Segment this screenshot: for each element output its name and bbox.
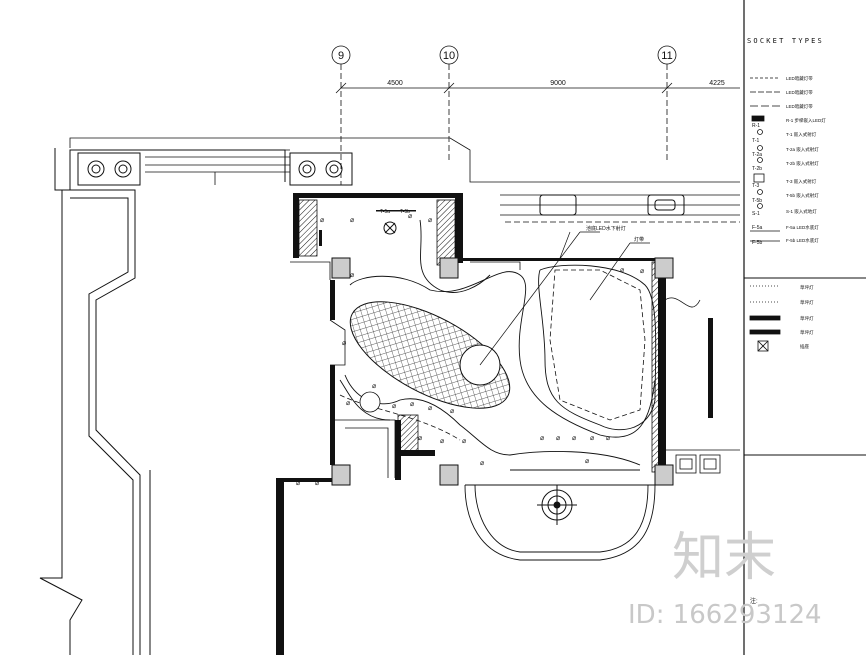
svg-text:⌀: ⌀: [556, 435, 560, 442]
annotation-t5a: T-5a: [380, 209, 390, 215]
svg-text:T-5b: T-5b: [752, 198, 762, 204]
svg-text:⌀: ⌀: [450, 408, 454, 415]
svg-text:⌀: ⌀: [606, 435, 610, 442]
svg-text:F-5a: F-5a: [752, 225, 763, 231]
svg-text:⌀: ⌀: [315, 480, 319, 487]
svg-text:T-3: T-3: [752, 183, 759, 189]
axis-label-9: 9: [338, 50, 344, 62]
dimension-3: 4225: [709, 80, 725, 87]
legend-symbols: [749, 77, 781, 352]
grid-axes: [331, 45, 740, 185]
svg-text:⌀: ⌀: [462, 438, 466, 445]
legend-item-text: LED暗藏灯带: [786, 75, 813, 82]
svg-text:F-5b: F-5b: [752, 240, 763, 246]
svg-text:⌀: ⌀: [350, 272, 354, 279]
svg-text:⌀: ⌀: [428, 405, 432, 412]
axis-label-10: 10: [443, 50, 455, 62]
legend-item-text: T-5b 嵌入式射灯: [786, 192, 819, 199]
watermark-id: ID: 166293124: [628, 600, 822, 630]
svg-text:⌀: ⌀: [480, 460, 484, 467]
svg-text:⌀: ⌀: [418, 435, 422, 442]
legend-item-text: T-2a 嵌入式射灯: [786, 146, 819, 153]
legend-item-text: T-2b 嵌入式射灯: [786, 160, 819, 167]
svg-text:T-2a: T-2a: [752, 152, 762, 158]
legend-item-text: T-1 嵌入式射灯: [786, 131, 817, 138]
annotation-light-strip: 灯带: [634, 236, 644, 243]
legend-item-text: R-1 步梯嵌入LED灯: [786, 117, 826, 124]
dimension-2: 9000: [550, 80, 566, 87]
svg-text:⌀: ⌀: [572, 435, 576, 442]
svg-text:⌀: ⌀: [640, 268, 644, 275]
svg-text:⌀: ⌀: [296, 480, 300, 487]
svg-text:⌀: ⌀: [392, 403, 396, 410]
svg-text:R-1: R-1: [752, 123, 760, 129]
legend-title: SOCKET TYPES: [747, 37, 824, 45]
svg-text:⌀: ⌀: [346, 400, 350, 407]
svg-text:⌀: ⌀: [350, 217, 354, 224]
left-building-outline: [39, 148, 286, 655]
svg-text:⌀: ⌀: [410, 401, 414, 408]
legend-item-text: LED暗藏灯带: [786, 89, 813, 96]
axis-label-11: 11: [661, 50, 672, 62]
legend-item-text: T-3 嵌入式射灯: [786, 178, 817, 185]
legend-texts: LED暗藏灯带 LED暗藏灯带 LED暗藏灯带 R-1 步梯嵌入LED灯 T-1…: [786, 75, 826, 350]
svg-text:T-1: T-1: [752, 138, 759, 144]
svg-text:T-2b: T-2b: [752, 166, 762, 172]
svg-text:⌀: ⌀: [540, 435, 544, 442]
annotation-pool-bottom: 池底: [586, 225, 596, 232]
svg-text:⌀: ⌀: [590, 435, 594, 442]
legend-item-text: 草坪灯: [800, 299, 814, 306]
columns: [331, 257, 674, 486]
legend-item-text: F-5b LED水底灯: [786, 237, 819, 244]
svg-text:⌀: ⌀: [320, 217, 324, 224]
dimension-1: 4500: [387, 80, 403, 87]
svg-text:⌀: ⌀: [372, 383, 376, 390]
legend-note: 注:: [750, 597, 758, 605]
legend-item-text: F-5a LED水底灯: [786, 224, 819, 231]
svg-text:⌀: ⌀: [440, 438, 444, 445]
annotation-t5b: T-5b: [400, 209, 410, 215]
svg-text:S-1: S-1: [752, 211, 760, 217]
legend-item-text: 草坪灯: [800, 315, 814, 322]
legend-item-text: S-1 嵌入式地灯: [786, 208, 817, 215]
watermark-logo: 知末: [672, 528, 776, 588]
annotation-underwater-light: LED水下射灯: [596, 225, 626, 232]
svg-text:⌀: ⌀: [428, 217, 432, 224]
legend-item-text: 草坪灯: [800, 284, 814, 291]
legend-item-text: 草坪灯: [800, 329, 814, 336]
svg-text:⌀: ⌀: [342, 340, 346, 347]
svg-text:⌀: ⌀: [585, 458, 589, 465]
svg-text:⌀: ⌀: [408, 213, 412, 220]
legend-item-text: LED暗藏灯带: [786, 103, 813, 110]
legend-codes: R-1 T-1 T-2a T-2b T-3 T-5b S-1 F-5a F-5b: [752, 123, 763, 246]
legend-item-text: 插座: [800, 343, 809, 350]
svg-text:⌀: ⌀: [620, 267, 624, 274]
